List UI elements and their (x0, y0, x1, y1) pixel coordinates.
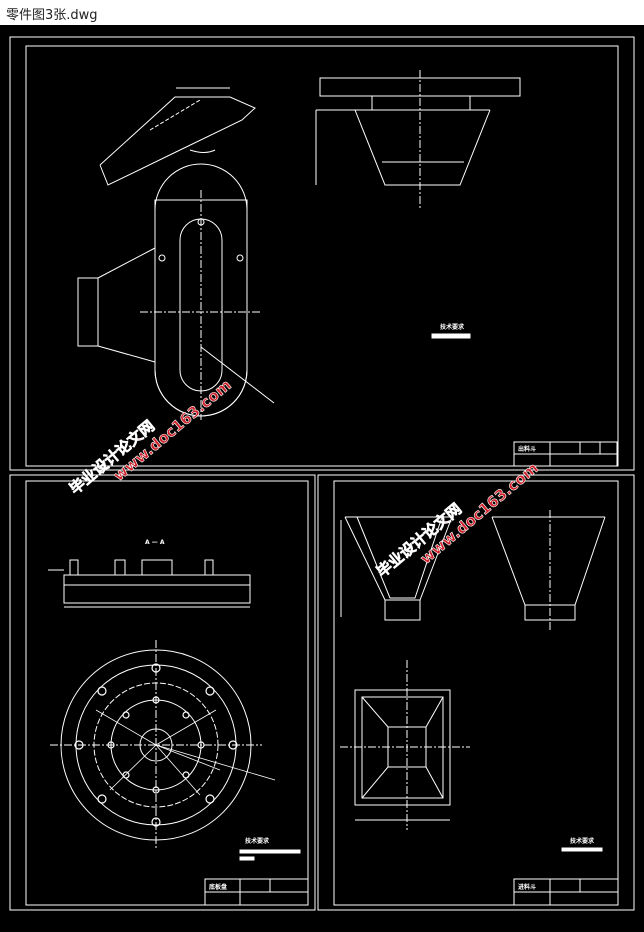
hopper-top-view (340, 660, 470, 830)
tech-req-title: 技术要求 (570, 837, 595, 845)
window-title: 零件图3张.dwg (6, 8, 98, 23)
bottom-right-tech-requirements: 技术要求 (561, 837, 603, 852)
title-block-label: 进料斗 (518, 883, 536, 891)
window-title-bar: 零件图3张.dwg (0, 0, 644, 25)
bottom-right-title-block: 进料斗 (513, 878, 619, 906)
hopper-side-view-2 (491, 510, 606, 630)
tech-req-title: 技术要求 (245, 837, 270, 845)
top-tech-requirements: 技术要求 (431, 323, 471, 339)
title-block-label: 底板盘 (209, 883, 227, 891)
watermark-2: 毕业设计论文网 www.doc163.com (373, 459, 542, 582)
bottom-left-sheet-frame (9, 474, 316, 911)
hopper-side-view (315, 70, 521, 210)
section-label: A — A (145, 539, 165, 546)
top-title-block: 出料斗 (513, 441, 618, 467)
bottom-right-sheet-frame (317, 474, 635, 911)
drawing-canvas[interactable]: 技术要求 出料斗 A — A (0, 25, 644, 932)
circular-plate-view (50, 640, 276, 850)
hopper-front-view (340, 516, 453, 621)
bottom-left-title-block: 底板盘 (204, 878, 309, 906)
top-sheet-frame (9, 36, 635, 471)
cad-drawing: 技术要求 出料斗 A — A (9, 36, 635, 911)
svg-text:www.doc163.com: www.doc163.com (110, 376, 235, 485)
section-view-a-a: A — A (48, 539, 251, 608)
watermark-1: 毕业设计论文网 www.doc163.com (66, 376, 235, 499)
plan-view-slotted-plate (77, 163, 275, 420)
tech-req-title: 技术要求 (440, 323, 465, 331)
angled-chute-view (99, 87, 256, 186)
bottom-left-tech-requirements: 技术要求 (239, 837, 301, 861)
title-block-label: 出料斗 (518, 445, 536, 453)
